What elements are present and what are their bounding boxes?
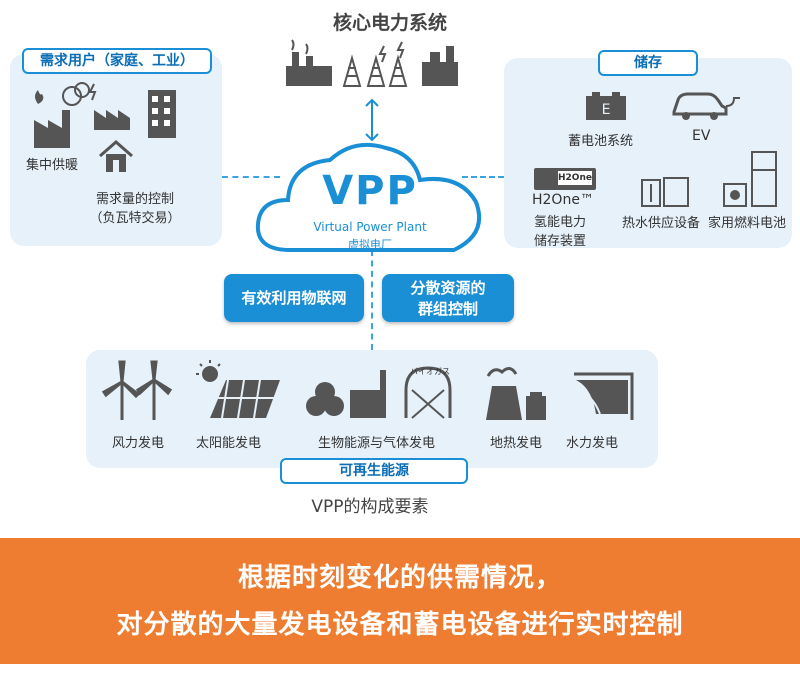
geo-label: 地热发电 bbox=[490, 436, 543, 451]
hydro-icon bbox=[574, 372, 634, 420]
vpp-cloud bbox=[255, 143, 482, 252]
group-control-line2: 群组控制 bbox=[417, 300, 478, 318]
vpp-chinese: 虚拟电厂 bbox=[348, 238, 392, 251]
biogas-sign: バイオガス bbox=[410, 367, 450, 376]
summary-banner bbox=[0, 538, 800, 664]
banner-line1: 根据时刻变化的供需情况， bbox=[237, 563, 562, 593]
group-control-button: 分散资源的 群组控制 bbox=[382, 274, 514, 322]
solar-label: 太阳能发电 bbox=[196, 436, 262, 451]
core-title: 核心电力系统 bbox=[332, 12, 447, 34]
svg-text:E: E bbox=[602, 102, 611, 118]
vpp-title: VPP bbox=[322, 168, 418, 214]
solar-panel-icon bbox=[196, 360, 280, 419]
h2one-name: H2One™ bbox=[532, 192, 594, 208]
h2one-line2: 储存装置 bbox=[534, 234, 587, 249]
banner-line2: 对分散的大量发电设备和蓄电设备进行实时控制 bbox=[116, 610, 684, 640]
biomass-icon bbox=[306, 366, 452, 419]
house-icon bbox=[99, 140, 133, 172]
factory-icon bbox=[34, 82, 176, 148]
geothermal-icon bbox=[486, 367, 546, 420]
wind-turbine-icon bbox=[101, 360, 173, 420]
ev-label: EV bbox=[692, 128, 711, 144]
hydro-label: 水力发电 bbox=[566, 436, 619, 451]
storage-connector bbox=[462, 176, 504, 178]
fuel-cell-icon bbox=[723, 151, 777, 207]
water-heater-icon bbox=[641, 177, 689, 207]
demand-connector bbox=[222, 176, 280, 178]
demand-tag: 需求用户（家庭、工业） bbox=[22, 48, 212, 74]
vpp-english: Virtual Power Plant bbox=[313, 220, 427, 234]
iot-button: 有效利用物联网 bbox=[224, 274, 364, 322]
power-plant-icon bbox=[286, 39, 458, 87]
fuel-cell-label: 家用燃料电池 bbox=[708, 216, 787, 231]
ev-icon bbox=[672, 92, 740, 120]
heat-water-label: 热水供应设备 bbox=[622, 216, 701, 231]
h2one-logo-text: H2One bbox=[558, 171, 592, 185]
h2one-line1: 氢能电力 bbox=[534, 215, 587, 230]
demand-panel bbox=[10, 54, 222, 246]
demand-control-line1: 需求量的控制 bbox=[95, 192, 174, 207]
bio-label: 生物能源与气体发电 bbox=[318, 436, 436, 451]
renewable-tag: 可再生能源 bbox=[280, 458, 468, 484]
renewable-connector bbox=[371, 250, 373, 350]
core-vpp-arrow bbox=[365, 98, 379, 142]
heating-label: 集中供暖 bbox=[26, 158, 79, 173]
battery-label: 蓄电池系统 bbox=[568, 134, 634, 149]
demand-control-line2: （负瓦特交易） bbox=[89, 211, 181, 226]
wind-label: 风力发电 bbox=[112, 436, 165, 451]
diagram-caption: VPP的构成要素 bbox=[311, 497, 429, 517]
storage-tag: 储存 bbox=[598, 50, 698, 76]
battery-icon: E bbox=[586, 92, 626, 120]
storage-panel bbox=[504, 58, 792, 248]
group-control-line1: 分散资源的 bbox=[410, 279, 486, 297]
